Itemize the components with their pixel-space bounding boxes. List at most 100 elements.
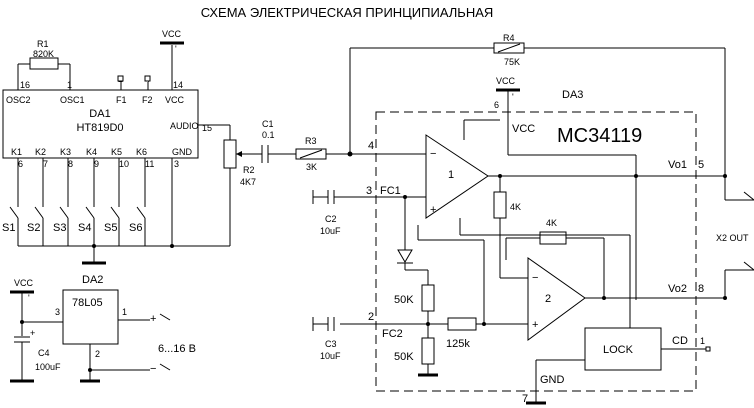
da1-pinnum-k5: 10	[119, 159, 129, 169]
switch-s4: S4	[78, 222, 91, 234]
f2-test-pad	[144, 75, 151, 82]
c3-name: C3	[325, 339, 337, 349]
da1-pinnum-k4: 9	[94, 159, 99, 169]
supply-minus: −	[150, 363, 156, 375]
r1-value: 820K	[33, 49, 54, 59]
da2-pin-out: 1	[122, 307, 127, 317]
da3-fc2-label: FC2	[382, 328, 403, 340]
da1-pin-k1: K1	[11, 147, 22, 157]
da1-pinnum-k3: 8	[68, 159, 73, 169]
da1-pin-k3: K3	[60, 147, 71, 157]
opamp-2-minus: −	[532, 272, 538, 284]
svg-text:': '	[28, 293, 30, 303]
da1-pinnum-k6: 11	[145, 159, 154, 169]
da3-fc1-label: FC1	[380, 185, 401, 197]
r2-name: R2	[243, 165, 255, 175]
output-label: X2 OUT	[716, 233, 749, 243]
r4-feedback: R4 75K	[349, 33, 726, 175]
r4-name: R4	[503, 33, 515, 43]
da3-vo1: Vo1	[668, 159, 687, 171]
da3-gnd-pin: 7	[522, 393, 528, 405]
da1-pinnum-audio: 15	[202, 123, 212, 133]
r2-potentiometer	[223, 139, 237, 169]
da2-name: DA2	[82, 274, 103, 286]
c2-name: C2	[325, 214, 337, 224]
switch-s6: S6	[129, 222, 142, 234]
da1-pin-k2: K2	[35, 147, 46, 157]
r2-value: 4K7	[240, 177, 256, 187]
diode	[397, 249, 413, 263]
opamp-2	[527, 257, 586, 341]
da3-ic: DA3 MC34119 VCC ' 6 VCC 1 − + 4 Vo1 5 4K	[312, 76, 727, 405]
da1-pinnum-k2: 7	[43, 159, 48, 169]
da1-pinnum-k1: 6	[18, 159, 23, 169]
da1-pin-f2: F2	[142, 95, 153, 105]
c3-value: 10uF	[320, 351, 341, 361]
switch-bank: S1 S2 S3 S4 S5 S6	[2, 206, 230, 265]
da1-pinnum-gnd: 3	[174, 159, 179, 169]
da3-name: DA3	[562, 89, 583, 101]
da3-gnd: GND	[540, 374, 565, 386]
da3-vcc-label: VCC	[512, 123, 535, 135]
da1-pinnum-vcc: 14	[173, 80, 183, 90]
da1-pin-audio: AUDIO	[170, 121, 199, 131]
r1-resistor	[29, 57, 59, 70]
da3-cd: CD	[672, 335, 688, 347]
da1-pin-k5: K5	[111, 147, 122, 157]
r-bias1-value: 50K	[394, 294, 414, 306]
da3-pin-fc1-num: 3	[366, 185, 372, 197]
r-fb2-value: 4K	[546, 218, 557, 228]
r1-name: R1	[37, 39, 49, 49]
schematic-title: СХЕМА ЭЛЕКТРИЧЕСКАЯ ПРИНЦИПИАЛЬНАЯ	[201, 5, 494, 20]
svg-text:': '	[175, 44, 177, 54]
da3-pin-fc2-num: 2	[368, 311, 374, 323]
da3-part: MC34119	[557, 125, 642, 147]
vcc-label-da1: VCC	[162, 29, 182, 39]
da2-part: 78L05	[72, 297, 103, 309]
opamp-1-plus: +	[430, 204, 436, 216]
r-fb1-resistor	[493, 191, 507, 219]
da3-vo2: Vo2	[668, 283, 687, 295]
da1-pin-f1: F1	[116, 95, 127, 105]
opamp-2-label: 2	[545, 293, 551, 305]
switch-s1: S1	[2, 222, 15, 234]
f1-test-pad	[117, 75, 124, 82]
switch-s3: S3	[53, 222, 66, 234]
r-bias2-value: 50K	[394, 351, 414, 363]
opamp-2-plus: +	[532, 319, 538, 331]
supply-voltage: 6...16 В	[158, 343, 196, 355]
r-series-value: 125k	[446, 338, 470, 350]
r-bias2-resistor	[421, 337, 435, 365]
audio-path: R2 4K7 C1 0.1 R3 3K	[198, 119, 400, 246]
r-fb2-resistor	[539, 231, 567, 245]
opamp-1-label: 1	[448, 169, 454, 181]
da1-ic: DA1 HT819D0 OSC2 OSC1 F1 F2 VCC AUDIO GN…	[2, 29, 212, 246]
r3-name: R3	[305, 136, 317, 146]
da3-vo2-pin: 8	[698, 283, 704, 295]
da1-pin-vcc: VCC	[165, 95, 185, 105]
r3-value: 3K	[306, 162, 317, 172]
da1-pin-k4: K4	[86, 147, 97, 157]
da1-pin-osc2: OSC2	[6, 95, 31, 105]
da1-part: HT819D0	[76, 122, 123, 134]
da3-pin-vcc-num: 6	[494, 100, 499, 110]
da1-pinnum-osc2: 16	[20, 80, 30, 90]
da2-pin-in: 3	[55, 307, 60, 317]
c4-value: 100uF	[35, 362, 61, 372]
da3-pin-in: 4	[368, 140, 374, 152]
r-series-resistor	[447, 317, 477, 331]
da2-body	[62, 289, 119, 345]
da1-body	[2, 89, 199, 159]
switch-s2: S2	[27, 222, 40, 234]
da3-vo1-pin: 5	[698, 159, 704, 171]
opamp-1-minus: −	[430, 148, 436, 160]
da1-pin-gnd: GND	[172, 147, 193, 157]
da3-cd-pin: 1	[700, 336, 705, 346]
output-connector: X2 OUT	[716, 176, 754, 298]
vcc-label-da3: VCC	[496, 76, 516, 86]
da2-pin-gnd: 2	[95, 349, 100, 359]
supply-plus: +	[150, 313, 156, 325]
cd-pin-pad	[705, 346, 711, 352]
lock-label: LOCK	[603, 344, 634, 356]
c1-value: 0.1	[262, 130, 275, 140]
